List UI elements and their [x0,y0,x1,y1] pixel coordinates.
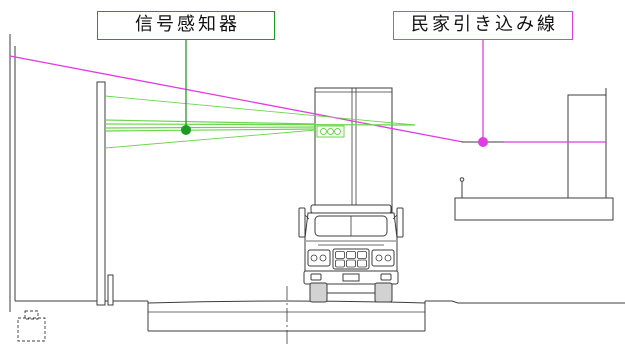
truck-cab-roof [310,204,392,214]
house-wall-outline [567,88,607,198]
house-service-post-cap [459,177,465,182]
truck-mirror-arm-left [304,214,310,220]
ground [15,286,625,347]
sensor-arm-member [104,128,317,132]
truck-mirror-arm-right [392,214,398,220]
truck-license-plate [342,273,360,282]
truck-grille-cell [335,251,345,259]
signal-pole [96,81,114,306]
signal-sensor-marker-dot [181,125,191,135]
truck-grille-cell [335,259,345,268]
truck-headlight-left [307,249,331,267]
signal-sensor-callout: 信号感知器 [97,11,275,40]
signal-sensor-arm [104,95,416,149]
house-fence-wall [454,197,614,221]
truck-cargo-box [314,87,393,213]
house [454,88,614,221]
catch-basin-inlet [24,310,39,320]
pole-shaft [96,81,106,306]
truck-grille-cell [346,251,356,259]
truck-headlight-left-lamp-inner [319,254,327,262]
left-building-wall [9,34,16,312]
truck-grille-cell [357,259,367,268]
sensor-arm-member [104,123,416,126]
truck-tire-right [374,282,393,303]
truck-mirror-right [396,207,404,238]
sensor-arm-lower-stay [104,129,317,149]
truck-headlight-left-lamp-outer [310,254,318,262]
service-drop-callout: 民家引き込み線 [393,11,573,40]
truck-grille-cell [346,259,356,268]
signal-sensor-lens [327,128,334,135]
service-drop-marker-dot [478,137,488,147]
catch-basin-outline [17,317,46,342]
truck-headlight-right-lamp-inner [375,254,383,262]
truck-fog-light-left [310,273,322,281]
sensor-arm-upper-stay [104,95,416,126]
pole-control-box [107,274,114,306]
service-drop-span [9,55,464,143]
callout-leaders [181,39,488,147]
signal-sensor-lens [320,128,327,135]
sensor-arm-member [104,119,317,125]
truck-headlight-right-lamp-outer [384,254,392,262]
truck-grille-cell [357,251,367,259]
truck [298,87,404,303]
truck-headlight-right [371,249,395,267]
truck-fog-light-right [380,273,392,281]
road-surface [147,300,426,304]
signal-sensor-lens [334,128,341,135]
truck-tire-left [309,282,328,303]
sensor-arm-member [104,126,317,129]
truck-grille [332,248,370,270]
ground-line-right [425,300,625,304]
truck-mirror-left [298,207,306,238]
